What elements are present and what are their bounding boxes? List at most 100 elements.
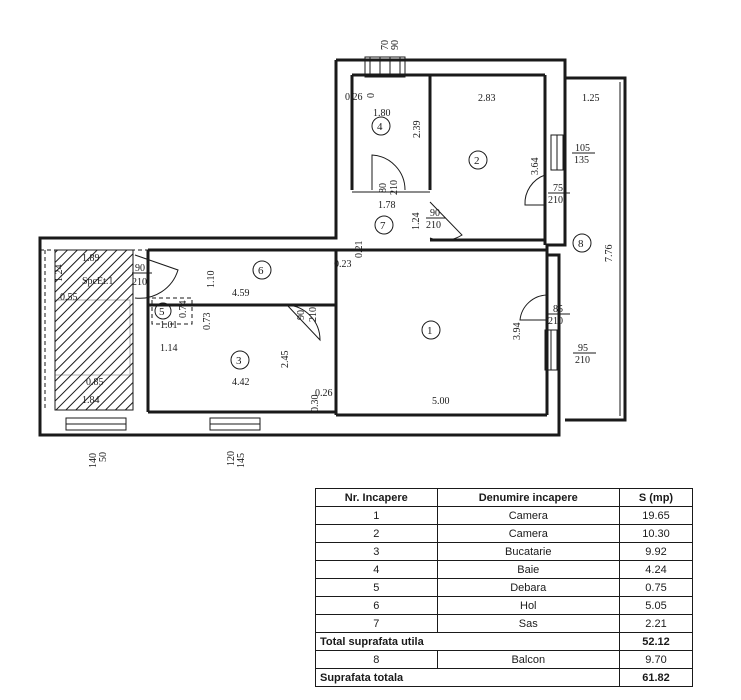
room-number-6: 6 [258,265,264,277]
svg-text:120: 120 [226,451,237,466]
cell-area: 19.65 [618,506,694,525]
svg-text:210: 210 [548,316,563,327]
room-5-outline [151,297,193,325]
cell-area: 2.21 [618,614,694,633]
room-number-1: 1 [427,325,433,337]
dimension-labels: 70 90 0.26 0 1.80 2.39 2.83 3.64 1.25 10… [54,40,615,468]
room-labels [154,116,592,370]
svg-text:0.30: 0.30 [310,395,321,413]
header-nr: Nr. Incapere [315,488,438,507]
svg-text:210: 210 [308,307,319,322]
total-util-row: Total suprafata utila 52.12 [315,632,694,651]
svg-text:135: 135 [574,155,589,166]
svg-text:85: 85 [553,304,563,315]
svg-text:1.01: 1.01 [160,320,178,331]
cell-name: Debara [436,578,620,597]
cell-nr: 4 [315,560,438,579]
cell-name: Sas [436,614,620,633]
cell-nr: 6 [315,596,438,615]
svg-text:0.74: 0.74 [178,301,189,319]
svg-text:0: 0 [366,93,377,98]
cell-area: 9.70 [618,650,694,669]
svg-text:0.26: 0.26 [315,388,333,399]
cell-nr: 2 [315,524,438,543]
cell-nr: 5 [315,578,438,597]
svg-text:1.78: 1.78 [378,200,396,211]
total-row: Suprafata totala 61.82 [315,668,694,687]
svg-text:1.24: 1.24 [411,213,422,231]
table-row: 7 Sas 2.21 [315,614,694,633]
area-table: Nr. Incapere Denumire incapere S (mp) 1 … [315,488,694,687]
windows [65,56,564,431]
cell-name: Camera [436,506,620,525]
room-number-2: 2 [474,155,480,167]
stair-label: SpcEt.1 [82,276,113,287]
svg-text:210: 210 [132,277,147,288]
room-number-8: 8 [578,238,584,250]
svg-text:1.84: 1.84 [82,395,100,406]
svg-text:90: 90 [296,310,307,320]
svg-text:3.94: 3.94 [512,323,523,341]
header-denumire: Denumire incapere [436,488,620,507]
cell-nr: 7 [315,614,438,633]
svg-text:90: 90 [135,263,145,274]
cell-area: 4.24 [618,560,694,579]
svg-text:210: 210 [548,195,563,206]
svg-text:95: 95 [578,343,588,354]
room-number-3: 3 [236,355,242,367]
total-label: Suprafata totala [315,668,620,687]
floor-plan: 1 2 3 4 5 6 7 8 SpcEt.1 70 90 0.26 0 1.8… [38,40,627,468]
cell-area: 5.05 [618,596,694,615]
svg-text:90: 90 [390,40,401,50]
total-util-label: Total suprafata utila [315,632,620,651]
svg-text:4.42: 4.42 [232,377,250,388]
svg-text:1.14: 1.14 [160,343,178,354]
table-row: 8 Balcon 9.70 [315,650,694,669]
cell-name: Hol [436,596,620,615]
room-number-4: 4 [377,121,383,133]
header-suprafata: S (mp) [618,488,694,507]
svg-text:105: 105 [575,143,590,154]
svg-text:1.10: 1.10 [206,271,217,289]
svg-text:80: 80 [378,183,389,193]
svg-text:7.76: 7.76 [604,245,615,263]
svg-text:140: 140 [88,453,99,468]
svg-text:1.24: 1.24 [54,265,65,283]
room-number-7: 7 [380,220,386,232]
balcony-outline [565,76,627,422]
svg-text:4.59: 4.59 [232,288,250,299]
svg-text:2.39: 2.39 [412,121,423,139]
table-row: 3 Bucatarie 9.92 [315,542,694,561]
cell-area: 0.75 [618,578,694,597]
svg-text:2.83: 2.83 [478,93,496,104]
svg-text:210: 210 [575,355,590,366]
cell-nr: 1 [315,506,438,525]
total-util-value: 52.12 [618,632,694,651]
cell-name: Balcon [436,650,620,669]
table-header-row: Nr. Incapere Denumire incapere S (mp) [315,488,694,507]
svg-text:0.85: 0.85 [86,377,104,388]
svg-text:70: 70 [380,40,391,50]
room-number-5: 5 [159,306,165,318]
table-row: 1 Camera 19.65 [315,506,694,525]
svg-text:90: 90 [430,208,440,219]
svg-text:75: 75 [553,183,563,194]
svg-text:1.25: 1.25 [582,93,600,104]
svg-text:3.64: 3.64 [530,158,541,176]
outer-walls [38,58,567,437]
svg-text:145: 145 [236,453,247,468]
svg-text:210: 210 [426,220,441,231]
svg-text:5.00: 5.00 [432,396,450,407]
table-row: 6 Hol 5.05 [315,596,694,615]
svg-text:1.89: 1.89 [82,253,100,264]
svg-text:0.21: 0.21 [354,241,365,259]
svg-text:0.23: 0.23 [334,259,352,270]
cell-name: Baie [436,560,620,579]
svg-text:210: 210 [389,180,400,195]
svg-text:2.45: 2.45 [280,351,291,369]
cell-name: Bucatarie [436,542,620,561]
cell-name: Camera [436,524,620,543]
cell-nr: 3 [315,542,438,561]
total-value: 61.82 [618,668,694,687]
table-row: 4 Baie 4.24 [315,560,694,579]
